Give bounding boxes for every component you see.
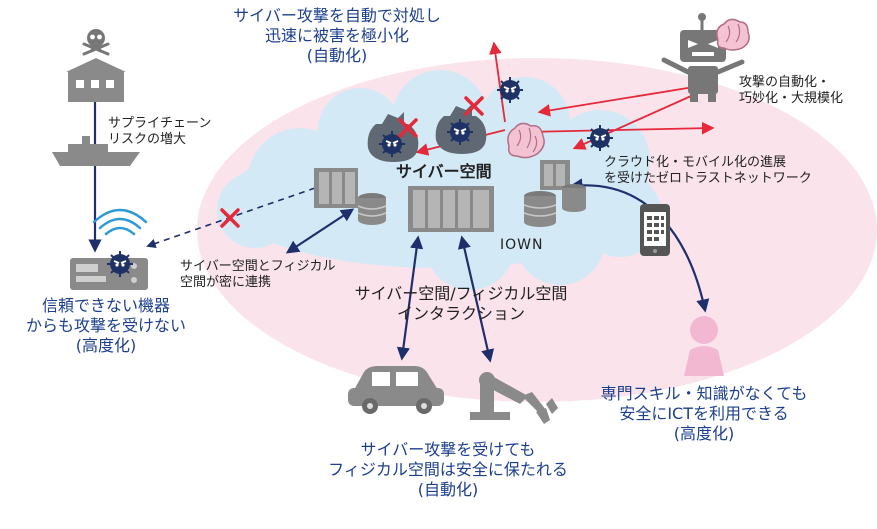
physical-safe-line3: (自動化) bbox=[417, 480, 479, 499]
factory-icon bbox=[66, 58, 126, 102]
untrusted-devices-line3: (高度化) bbox=[75, 336, 137, 355]
iot-device-icon bbox=[70, 258, 148, 290]
zero-trust-line1: クラウド化・モバイル化の進展 bbox=[604, 155, 787, 170]
attack-arrow bbox=[537, 85, 701, 117]
physical-safe-label: サイバー攻撃を受けても フィジカル空間は安全に保たれる (自動化) bbox=[318, 440, 578, 500]
skull-icon bbox=[82, 29, 110, 56]
car-link-arrow bbox=[396, 235, 424, 361]
untrusted-devices-line2: からも攻撃を受けない bbox=[25, 316, 186, 335]
interaction-line2: インタラクション bbox=[396, 304, 525, 323]
person-icon bbox=[684, 316, 724, 376]
close-link-label: サイバー空間とフィジカル 空間が密に連携 bbox=[180, 259, 335, 292]
robot-icon bbox=[661, 13, 745, 102]
close-link-arrow bbox=[285, 208, 355, 254]
robot-arm-icon bbox=[470, 372, 558, 424]
close-link-line1: サイバー空間とフィジカル bbox=[180, 259, 336, 274]
robot-arm-link-arrow bbox=[457, 235, 495, 363]
database-icon bbox=[523, 191, 557, 227]
untrusted-devices-label: 信頼できない機器 からも攻撃を受けない (高度化) bbox=[16, 296, 196, 356]
wifi-icon bbox=[92, 208, 148, 236]
no-expertise-line1: 専門スキル・知識がなくても bbox=[600, 384, 808, 403]
attack-arrow bbox=[524, 121, 715, 135]
cyber-space-label: サイバー空間 bbox=[396, 162, 492, 181]
attack-trend-line1: 攻撃の自動化・ bbox=[739, 75, 831, 90]
supply-chain-line1: サプライチェーン bbox=[108, 116, 212, 131]
server-icon bbox=[408, 186, 494, 232]
interaction-label: サイバー空間/フィジカル空間 インタラクション bbox=[336, 284, 586, 324]
auto-response-line1: サイバー攻撃を自動で対処し bbox=[233, 6, 441, 25]
close-link-line2: 空間が密に連携 bbox=[180, 275, 272, 291]
untrusted-devices-line1: 信頼できない機器 bbox=[41, 296, 170, 315]
database-icon bbox=[562, 184, 586, 212]
supply-chain-label: サプライチェーン リスクの増大 bbox=[108, 116, 211, 149]
auto-response-line3: (自動化) bbox=[306, 46, 368, 65]
brain-icon bbox=[507, 122, 545, 159]
supply-chain-line2: リスクの増大 bbox=[108, 132, 187, 148]
zero-trust-label: クラウド化・モバイル化の進展 を受けたゼロトラストネットワーク bbox=[604, 155, 812, 188]
no-expertise-line3: (高度化) bbox=[673, 424, 735, 443]
attack-trend-label: 攻撃の自動化・ 巧妙化・大規模化 bbox=[739, 75, 843, 108]
no-expertise-line2: 安全にICTを利用できる bbox=[619, 404, 789, 423]
attack-arrow bbox=[489, 41, 506, 123]
server-icon bbox=[540, 160, 570, 190]
physical-safe-line2: フィジカル空間は安全に保たれる bbox=[328, 460, 568, 479]
server-icon bbox=[314, 168, 358, 208]
ship-icon bbox=[52, 136, 140, 166]
zero-trust-line2: を受けたゼロトラストネットワーク bbox=[604, 171, 812, 187]
auto-response-line2: 迅速に被害を極小化 bbox=[264, 26, 409, 45]
car-icon bbox=[348, 366, 444, 414]
interaction-line1: サイバー空間/フィジカル空間 bbox=[354, 284, 568, 303]
database-icon bbox=[357, 193, 387, 225]
physical-safe-line1: サイバー攻撃を受けても bbox=[360, 440, 536, 459]
brain-icon bbox=[716, 18, 750, 51]
no-expertise-label: 専門スキル・知識がなくても 安全にICTを利用できる (高度化) bbox=[584, 384, 824, 444]
iown-label: IOWN bbox=[500, 237, 544, 253]
smartphone-icon bbox=[640, 204, 670, 256]
attack-trend-line2: 巧妙化・大規模化 bbox=[739, 91, 844, 107]
auto-response-label: サイバー攻撃を自動で対処し 迅速に被害を極小化 (自動化) bbox=[222, 6, 452, 66]
